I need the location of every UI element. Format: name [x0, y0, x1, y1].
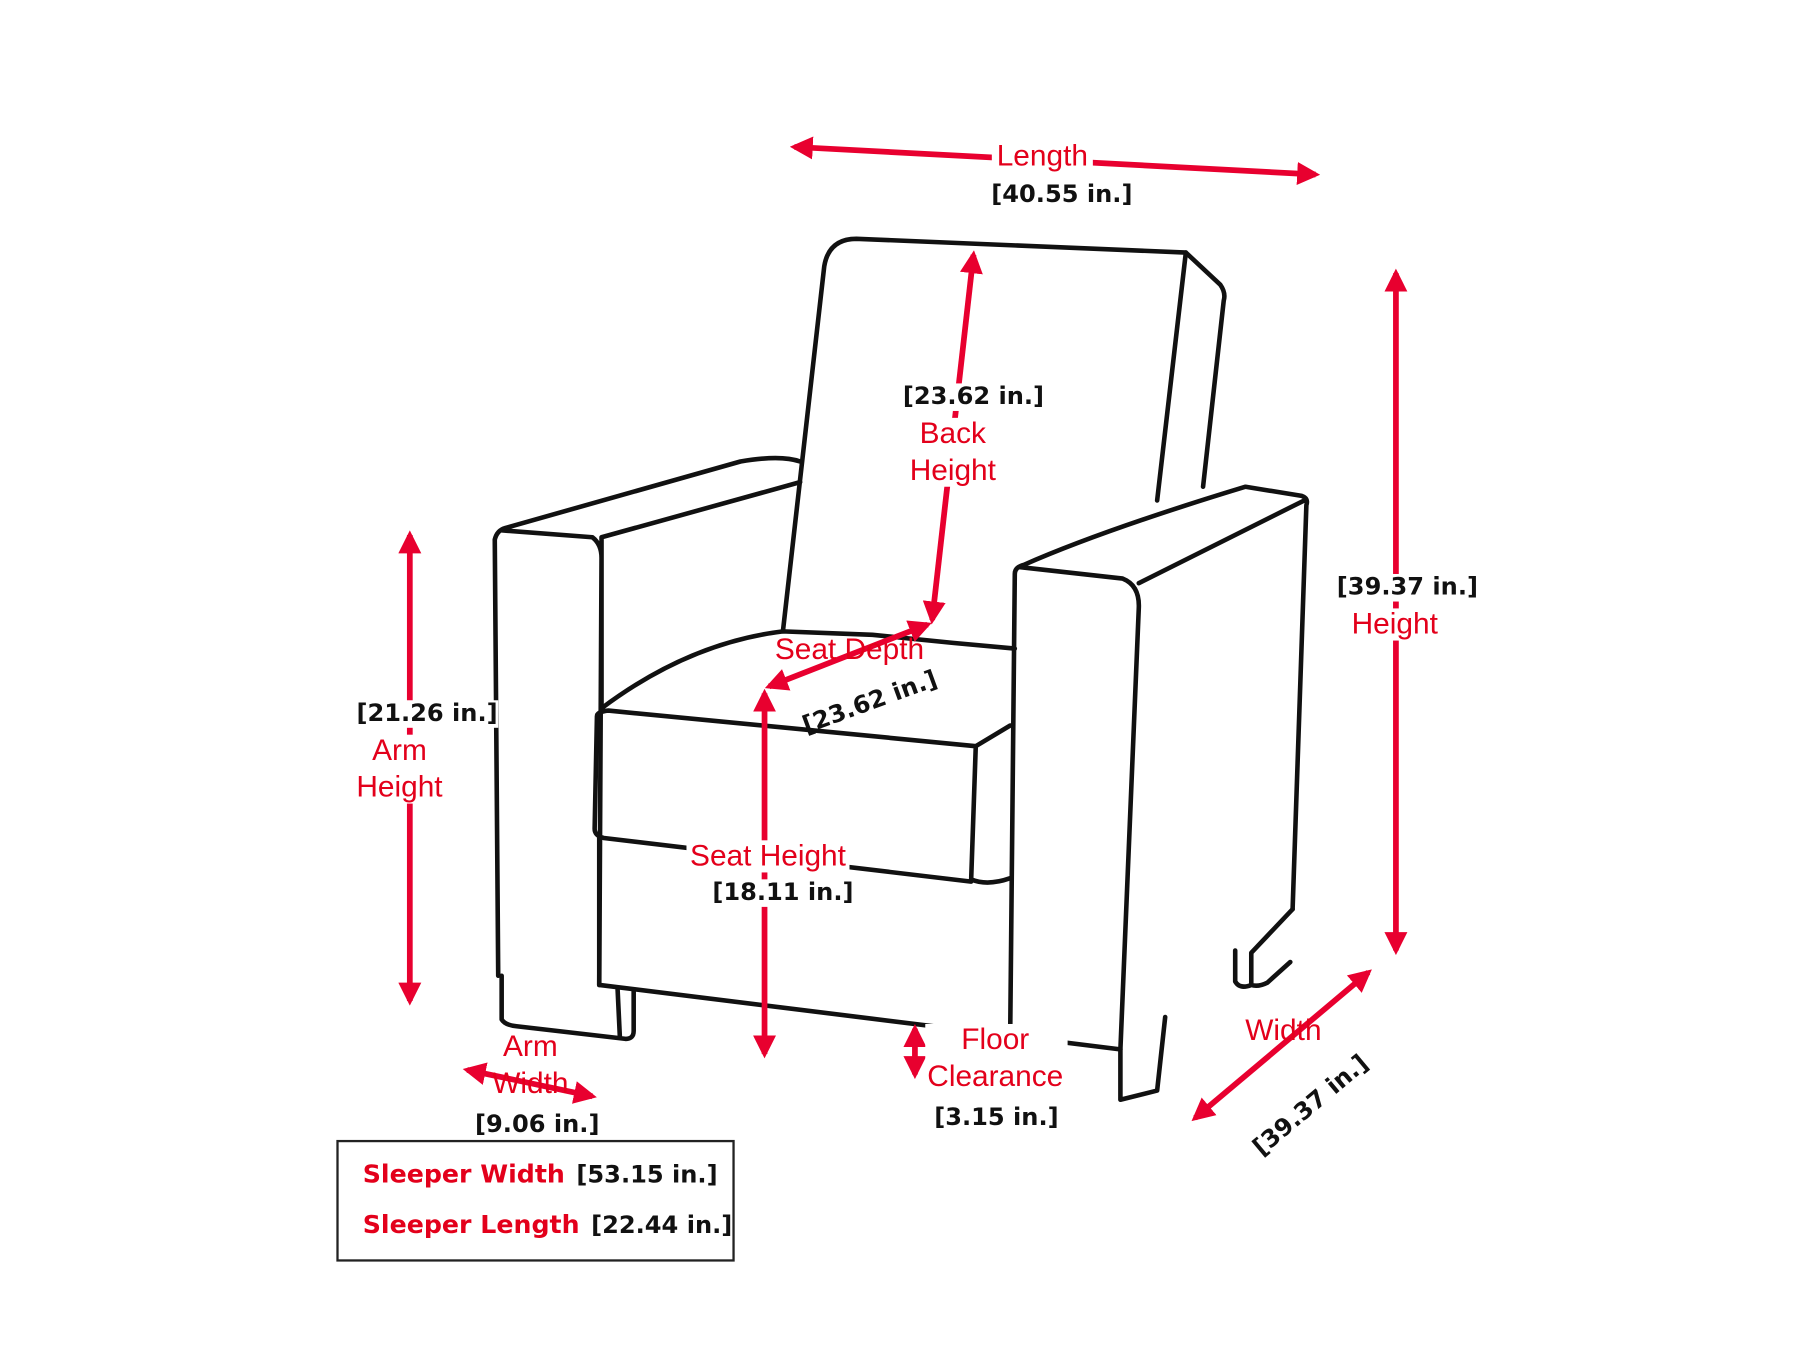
seat-height-value: [18.11 in.]	[712, 878, 853, 906]
arm-width-label-1: Arm	[503, 1030, 558, 1063]
arm-height-label-1: Arm	[372, 734, 427, 767]
height-value: [39.37 in.]	[1337, 573, 1478, 601]
back-height-value: [23.62 in.]	[903, 382, 1044, 410]
sleeper-width-row: Sleeper Width [53.15 in.]	[363, 1159, 718, 1188]
left-leg	[499, 973, 636, 1042]
floor-clearance-value: [3.15 in.]	[934, 1103, 1058, 1131]
sleeper-width-value: [53.15 in.]	[576, 1160, 717, 1188]
sleeper-length-label: Sleeper Length	[363, 1210, 580, 1239]
right-legs	[1118, 906, 1295, 1103]
armchair-drawing	[492, 236, 1310, 1103]
length-value: [40.55 in.]	[991, 180, 1132, 208]
width-value: [39.37 in.]	[1247, 1049, 1373, 1161]
arm-width-arrow	[462, 1062, 597, 1104]
floor-clearance-label-2: Clearance	[927, 1060, 1063, 1093]
back-height-label-2: Height	[910, 454, 997, 487]
length-label: Length	[997, 139, 1088, 172]
arm-height-label-2: Height	[356, 771, 443, 804]
seat-depth-label: Seat Depth	[775, 633, 924, 666]
seat-cushion	[592, 629, 1018, 885]
left-arm	[492, 455, 803, 988]
floor-clearance-label-1: Floor	[961, 1023, 1029, 1056]
width-arrow	[1191, 969, 1372, 1122]
chair-back-side	[1154, 250, 1189, 503]
right-arm	[1007, 484, 1310, 1052]
height-label: Height	[1352, 608, 1439, 641]
arm-width-value: [9.06 in.]	[475, 1110, 599, 1138]
seat-height-label: Seat Height	[690, 840, 847, 873]
back-height-label-1: Back	[920, 417, 986, 450]
sleeper-width-label: Sleeper Width	[363, 1159, 565, 1188]
seat-depth-arrow	[764, 620, 932, 691]
arm-height-value: [21.26 in.]	[356, 699, 497, 727]
arm-width-label-2: Width	[492, 1067, 568, 1100]
width-label: Width	[1245, 1014, 1321, 1047]
sleeper-dimensions-box: Sleeper Width [53.15 in.] Sleeper Length…	[336, 1139, 735, 1262]
sleeper-length-value: [22.44 in.]	[591, 1211, 732, 1239]
seat-depth-value: [23.62 in.]	[799, 665, 941, 740]
sleeper-length-row: Sleeper Length [22.44 in.]	[363, 1210, 733, 1239]
